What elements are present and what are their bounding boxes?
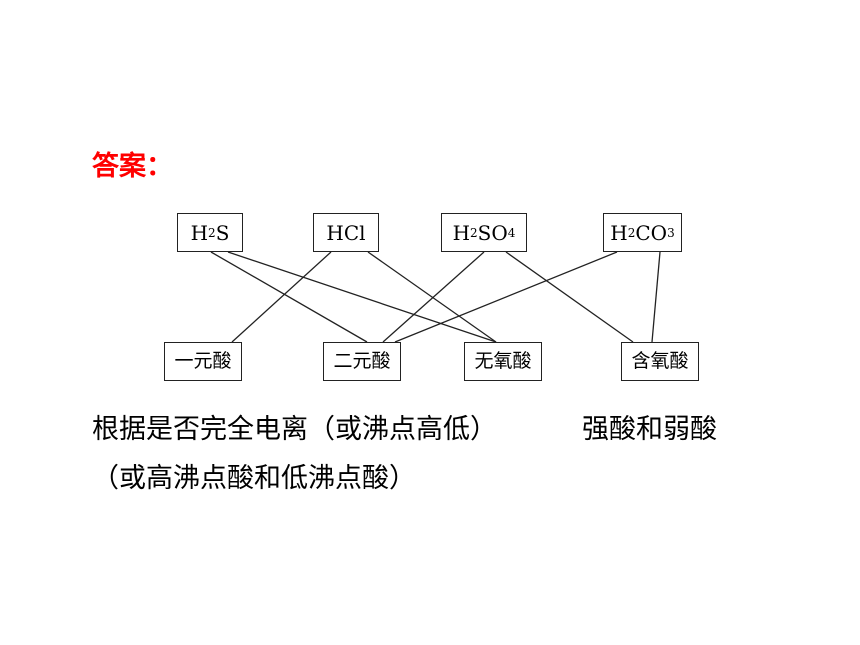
formula-text: S [215,220,230,245]
formula-subscript: 2 [470,225,478,240]
formula-subscript: 2 [208,225,216,240]
connection-line-h2co3-dibasic [394,251,618,343]
connection-line-h2s-anoxy [227,251,497,343]
category-label: 一元酸 [174,350,232,372]
formula-text: H [452,220,471,245]
category-box-dibasic: 二元酸 [323,342,401,381]
connection-line-hcl-monobasic [231,251,332,343]
formula-text: CO [635,220,668,245]
formula-subscript: 3 [667,225,675,240]
formula-subscript: 4 [507,225,516,240]
category-box-anoxy: 无氧酸 [464,342,542,381]
connection-line-h2co3-oxy [651,251,661,343]
category-label: 二元酸 [333,350,391,372]
formula-text: HCl [326,220,366,245]
connection-line-hcl-anoxy [367,251,497,343]
volatility-text: （或高沸点酸和低沸点酸） [92,463,416,494]
formula-subscript: 2 [627,225,636,240]
strong-weak-text: 强酸和弱酸 [582,414,717,445]
answer-label: 答案： [92,151,173,182]
category-box-monobasic: 一元酸 [164,342,242,381]
formula-text: H [610,220,628,245]
category-label: 含氧酸 [631,350,689,372]
formula-text: H [190,220,209,245]
connection-line-h2so4-dibasic [382,251,485,343]
connection-line-h2s-dibasic [210,251,368,343]
formula-text: SO [477,220,508,245]
category-box-oxy: 含氧酸 [621,342,699,381]
category-label: 无氧酸 [474,350,532,372]
connection-line-h2so4-oxy [505,251,634,343]
acid-box-hcl: HCl [313,213,379,252]
basis-text: 根据是否完全电离（或沸点高低） [92,414,497,445]
